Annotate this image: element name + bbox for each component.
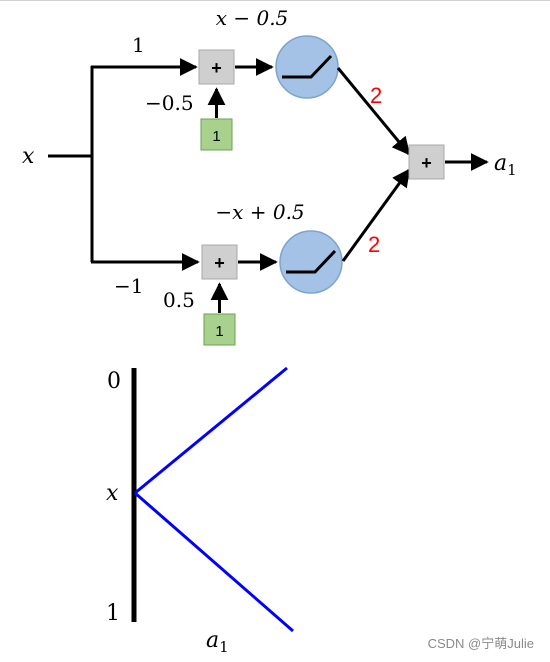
- bottom-sum-expression: −x + 0.5: [215, 200, 304, 224]
- plot-xlabel: a1: [206, 628, 229, 656]
- top-bias-node: [200, 118, 233, 151]
- top-relu-icon: [282, 54, 333, 79]
- plot-line-lower: [134, 491, 294, 633]
- top-output-weight-label: 2: [370, 83, 382, 108]
- plot-label-top: 0: [107, 369, 121, 394]
- top-sum-expression: x − 0.5: [216, 6, 289, 30]
- bottom-sum-plus-icon: +: [214, 253, 225, 273]
- activation-plot: 0 x 1 a1: [106, 366, 294, 656]
- bottom-bias-weight-label: 0.5: [163, 288, 195, 312]
- output-sum-plus-icon: +: [421, 153, 432, 173]
- bottom-relu-icon: [286, 249, 337, 274]
- plot-label-bottom: 1: [106, 601, 120, 626]
- top-sum-node: [198, 49, 235, 85]
- bottom-output-edge: [341, 168, 411, 262]
- top-output-edge: [336, 67, 411, 156]
- bottom-bias-node: [203, 313, 236, 346]
- top-bias-weight-label: −0.5: [145, 91, 194, 115]
- top-sum-plus-icon: +: [211, 58, 222, 78]
- top-bias-node-text: 1: [212, 128, 220, 145]
- bottom-sum-node: [201, 244, 238, 280]
- bottom-output-weight-label: 2: [368, 232, 380, 257]
- plot-line-upper: [134, 366, 288, 495]
- network-diagram: x 1 + x − 0.5 1 −0.5 2 −1 + −x + 0.5: [22, 6, 517, 346]
- output-label: a1: [494, 151, 517, 179]
- bottom-relu-neuron: [279, 230, 343, 294]
- plot-label-mid: x: [106, 481, 119, 506]
- bottom-bias-node-text: 1: [215, 323, 223, 340]
- top-relu-neuron: [275, 35, 339, 99]
- output-sum-node: [408, 144, 445, 180]
- input-label: x: [22, 144, 35, 169]
- watermark: CSDN @宁萌Julie: [427, 636, 534, 651]
- bottom-weight-label: −1: [114, 274, 143, 298]
- top-weight-label: 1: [132, 33, 145, 57]
